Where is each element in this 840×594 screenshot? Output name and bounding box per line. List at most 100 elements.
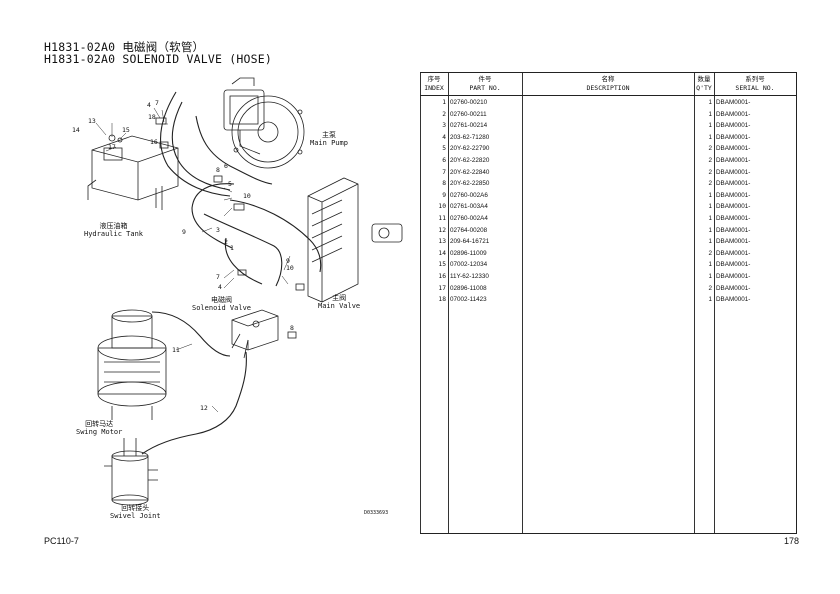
row-qty: 1 <box>708 133 712 141</box>
page-title-english: H1831-02A0 SOLENOID VALVE (HOSE) <box>44 52 272 66</box>
row-serial: DBAM0001- <box>716 238 751 246</box>
row-index: 17 <box>438 284 446 292</box>
callout-number: 6 <box>224 162 228 170</box>
row-index: 18 <box>438 296 446 304</box>
row-index: 1 <box>442 99 446 106</box>
row-part-no: 02760-00210 <box>450 99 488 106</box>
callout-number: 7 <box>155 99 159 107</box>
callout-number: 9 <box>182 228 186 236</box>
column-divider <box>448 73 449 533</box>
row-qty: 2 <box>708 168 712 176</box>
row-serial: DBAM0001- <box>716 214 751 222</box>
row-part-no: 203-62-71280 <box>450 133 490 141</box>
callout-number: 15 <box>122 126 130 134</box>
row-index: 14 <box>438 249 446 257</box>
row-qty: 1 <box>708 261 712 269</box>
row-index: 10 <box>438 203 446 211</box>
row-serial: DBAM0001- <box>716 110 751 118</box>
callout-number: 16 <box>150 138 158 146</box>
row-part-no: 02760-00211 <box>450 110 487 118</box>
row-part-no: 20Y-62-22820 <box>450 156 490 164</box>
row-serial: DBAM0001- <box>716 261 751 269</box>
table-row: 720Y-62-228402DBAM0001-.................… <box>420 167 796 179</box>
table-row: 1807002-114231DBAM0001-.................… <box>420 294 796 306</box>
callout-number: 11 <box>172 346 180 354</box>
row-index: 7 <box>442 168 446 176</box>
row-part-no: 20Y-62-22840 <box>450 168 490 176</box>
callout-leaders <box>95 107 291 413</box>
callout-number: 13 <box>88 117 96 125</box>
row-index: 15 <box>438 261 446 269</box>
row-part-no: 11Y-62-12330 <box>450 272 489 280</box>
row-qty: 1 <box>708 99 712 106</box>
row-index: 13 <box>438 238 446 246</box>
row-qty: 2 <box>708 284 712 292</box>
row-qty: 1 <box>708 226 712 234</box>
callout-number: 12 <box>200 404 208 412</box>
row-part-no: 07002-11423 <box>450 296 487 304</box>
row-qty: 1 <box>708 110 712 118</box>
table-row: 302761-002141DBAM0001-..................… <box>420 120 796 132</box>
row-qty: 1 <box>708 122 712 130</box>
hydraulic-tank-drawing <box>87 135 179 210</box>
row-index: 11 <box>438 214 446 222</box>
row-serial: DBAM0001- <box>716 296 751 304</box>
callout-number: 17 <box>108 143 116 151</box>
page-title-chinese: H1831-02A0 电磁阀（软管） <box>44 40 205 54</box>
row-serial: DBAM0001- <box>716 145 751 153</box>
row-part-no: 02896-11008 <box>450 284 487 292</box>
row-index: 8 <box>442 180 446 188</box>
row-part-no: 02760-002A6 <box>450 191 488 199</box>
row-serial: DBAM0001- <box>716 272 751 280</box>
row-qty: 1 <box>708 272 712 280</box>
row-index: 5 <box>442 145 446 153</box>
callout-number: 8 <box>290 324 294 332</box>
table-row: 4203-62-712801DBAM0001-.................… <box>420 132 796 144</box>
row-part-no: 02761-00214 <box>450 122 488 130</box>
row-serial: DBAM0001- <box>716 168 751 176</box>
table-row: 1202764-002081DBAM0001-.................… <box>420 225 796 237</box>
row-index: 2 <box>442 110 446 118</box>
callout-number: 9 <box>286 257 290 265</box>
callout-number: 7 <box>216 273 220 281</box>
model-number: PC110-7 <box>44 536 79 546</box>
row-part-no: 209-64-16721 <box>450 238 490 246</box>
table-row: 520Y-62-227902DBAM0001-.................… <box>420 143 796 155</box>
table-row: 902760-002A61DBAM0001-..................… <box>420 190 796 202</box>
callout-number: 18 <box>148 113 156 121</box>
row-qty: 1 <box>708 238 712 246</box>
row-qty: 2 <box>708 249 712 257</box>
callout-number: 3 <box>216 226 220 234</box>
table-row: 1702896-110082DBAM0001-.................… <box>420 283 796 295</box>
column-divider <box>714 73 715 533</box>
row-qty: 1 <box>708 296 712 304</box>
callout-number: 4 <box>218 283 222 291</box>
swivel-joint-drawing <box>104 438 158 506</box>
row-qty: 2 <box>708 145 712 153</box>
row-serial: DBAM0001- <box>716 156 751 164</box>
row-index: 16 <box>438 272 446 280</box>
callout-number: 14 <box>72 126 80 134</box>
row-part-no: 02896-11009 <box>450 249 487 257</box>
table-row: 1102760-002A41DBAM0001-.................… <box>420 213 796 225</box>
column-divider <box>694 73 695 533</box>
row-part-no: 02764-00208 <box>450 226 488 234</box>
row-serial: DBAM0001- <box>716 226 751 234</box>
row-part-no: 02761-003A4 <box>450 203 488 211</box>
row-serial: DBAM0001- <box>716 191 751 199</box>
row-serial: DBAM0001- <box>716 133 751 141</box>
row-index: 3 <box>442 122 446 130</box>
table-row: 820Y-62-228502DBAM0001-.................… <box>420 178 796 190</box>
column-divider <box>522 73 523 533</box>
row-serial: DBAM0001- <box>716 99 751 106</box>
